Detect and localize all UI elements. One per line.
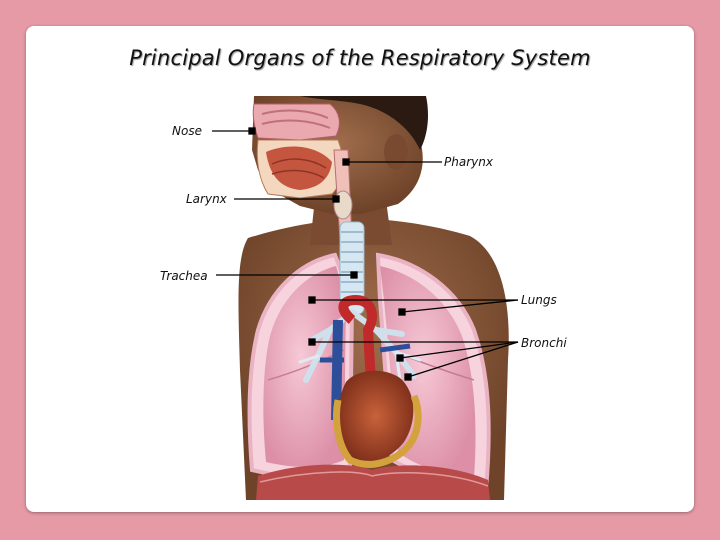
tongue — [266, 146, 332, 190]
diagram-title: Principal Organs of the Respiratory Syst… — [129, 46, 591, 70]
larynx-organ — [333, 190, 353, 220]
bronchial-tree — [303, 309, 417, 383]
heart — [338, 370, 414, 462]
ear — [384, 134, 408, 170]
label-pharynx: Pharynx — [444, 155, 493, 169]
label-nose: Nose — [172, 124, 202, 138]
label-trachea: Trachea — [160, 269, 208, 283]
pericardial-fat — [333, 394, 422, 468]
label-larynx: Larynx — [186, 192, 227, 206]
right-lung — [263, 266, 346, 468]
nasal-cavity — [252, 103, 340, 141]
hair — [300, 96, 428, 150]
leader-lines — [212, 127, 519, 381]
label-lungs: Lungs — [521, 293, 557, 307]
label-bronchi: Bronchi — [521, 336, 567, 350]
